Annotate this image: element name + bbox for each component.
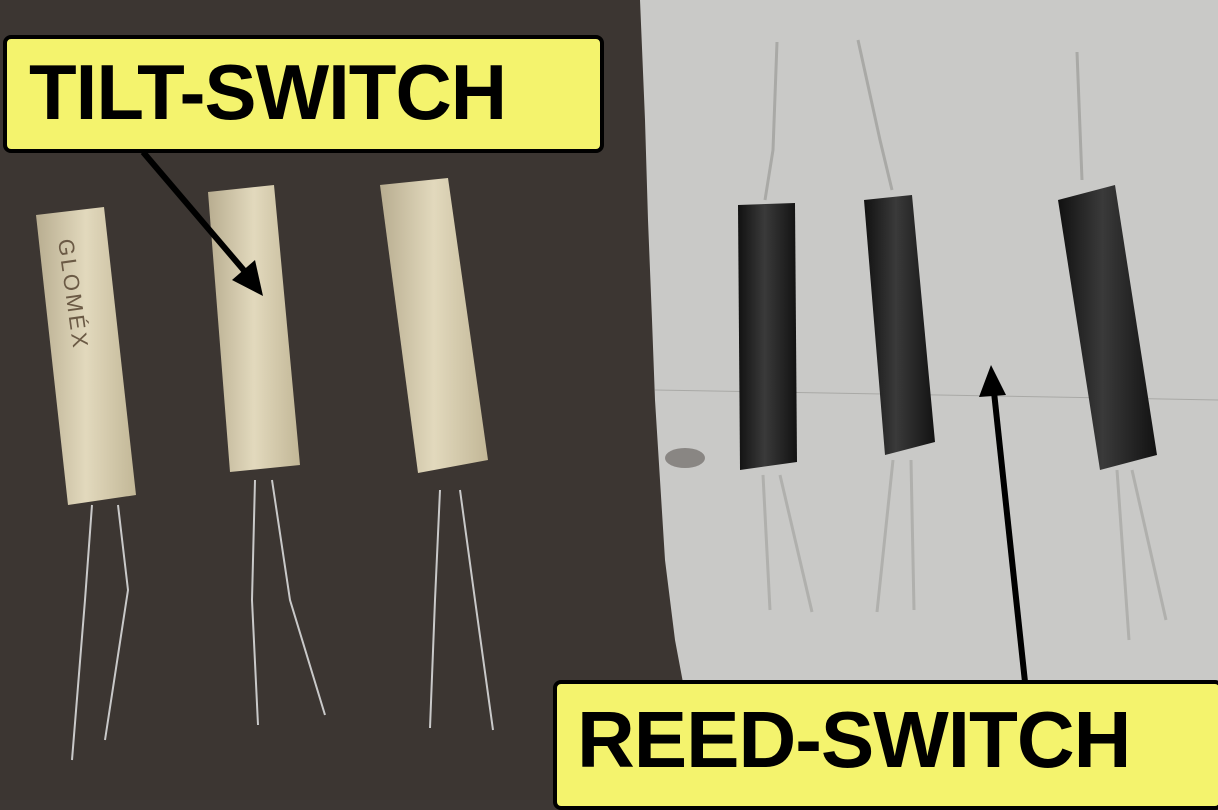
tilt-switch-label-text: TILT-SWITCH bbox=[29, 48, 507, 136]
tilt-arrow-icon bbox=[140, 150, 263, 296]
tilt-switch-3 bbox=[380, 178, 494, 731]
reed-switch-label: REED-SWITCH bbox=[553, 680, 1218, 810]
reed-arrow-icon bbox=[979, 365, 1028, 683]
tilt-switch-label: TILT-SWITCH bbox=[3, 35, 604, 153]
reed-switch-2 bbox=[856, 39, 935, 613]
reed-switch-3 bbox=[1058, 51, 1168, 641]
tilt-switch-1: GLOMÉX bbox=[36, 207, 136, 761]
reed-switch-label-text: REED-SWITCH bbox=[577, 695, 1131, 784]
reed-switch-1 bbox=[738, 41, 814, 613]
